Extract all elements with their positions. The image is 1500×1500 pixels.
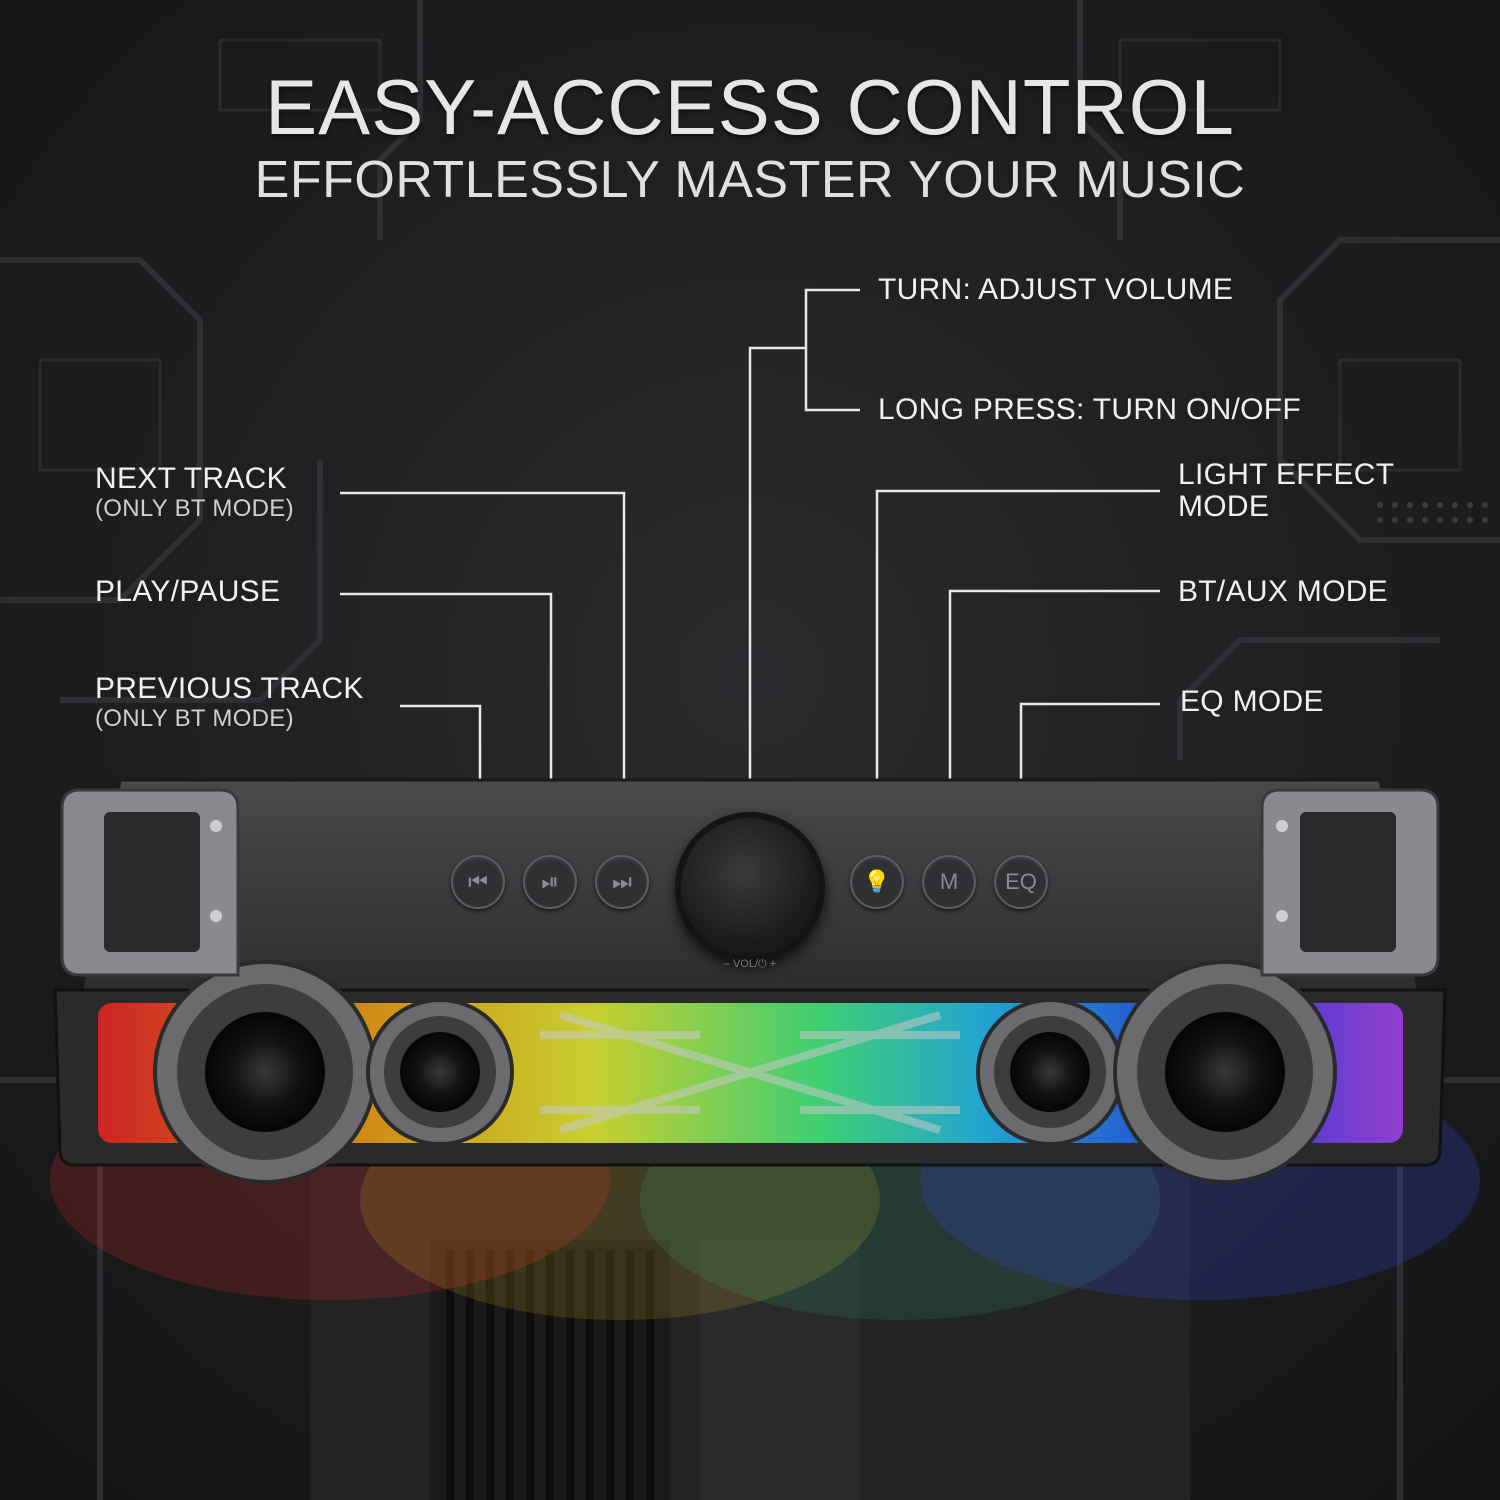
page-subtitle: EFFORTLESSLY MASTER YOUR MUSIC (254, 151, 1246, 209)
light-effect-button[interactable]: 💡 (850, 855, 904, 909)
eq-mode-button[interactable]: EQ (994, 855, 1048, 909)
callout-bt-aux: BT/AUX MODE (1178, 575, 1388, 608)
callout-previous-track: PREVIOUS TRACK (ONLY BT MODE) (95, 673, 364, 733)
callout-light-effect-line1: LIGHT EFFECT (1178, 458, 1395, 491)
callout-play-pause: PLAY/PAUSE (95, 575, 281, 608)
callout-previous-track-note: (ONLY BT MODE) (95, 705, 294, 732)
knob-label: – VOL/⏻ + (723, 958, 777, 970)
callout-eq: EQ MODE (1180, 685, 1324, 718)
page-title: EASY-ACCESS CONTROL (265, 63, 1235, 151)
callout-next-track-label: NEXT TRACK (95, 462, 287, 495)
callout-next-track: NEXT TRACK (ONLY BT MODE) (95, 463, 294, 523)
callout-light-effect: LIGHT EFFECT MODE (1178, 459, 1394, 523)
callout-light-effect-line2: MODE (1178, 490, 1270, 523)
callout-turn-volume: TURN: ADJUST VOLUME (878, 273, 1234, 306)
volume-power-knob[interactable] (675, 812, 825, 962)
callout-previous-track-label: PREVIOUS TRACK (95, 672, 364, 705)
callout-next-track-note: (ONLY BT MODE) (95, 495, 294, 522)
bt-aux-mode-button[interactable]: M (922, 855, 976, 909)
previous-track-button[interactable]: ⏮ (451, 855, 505, 909)
play-pause-button[interactable]: ⏯ (523, 855, 577, 909)
next-track-button[interactable]: ⏭ (595, 855, 649, 909)
callout-long-press: LONG PRESS: TURN ON/OFF (878, 393, 1302, 426)
